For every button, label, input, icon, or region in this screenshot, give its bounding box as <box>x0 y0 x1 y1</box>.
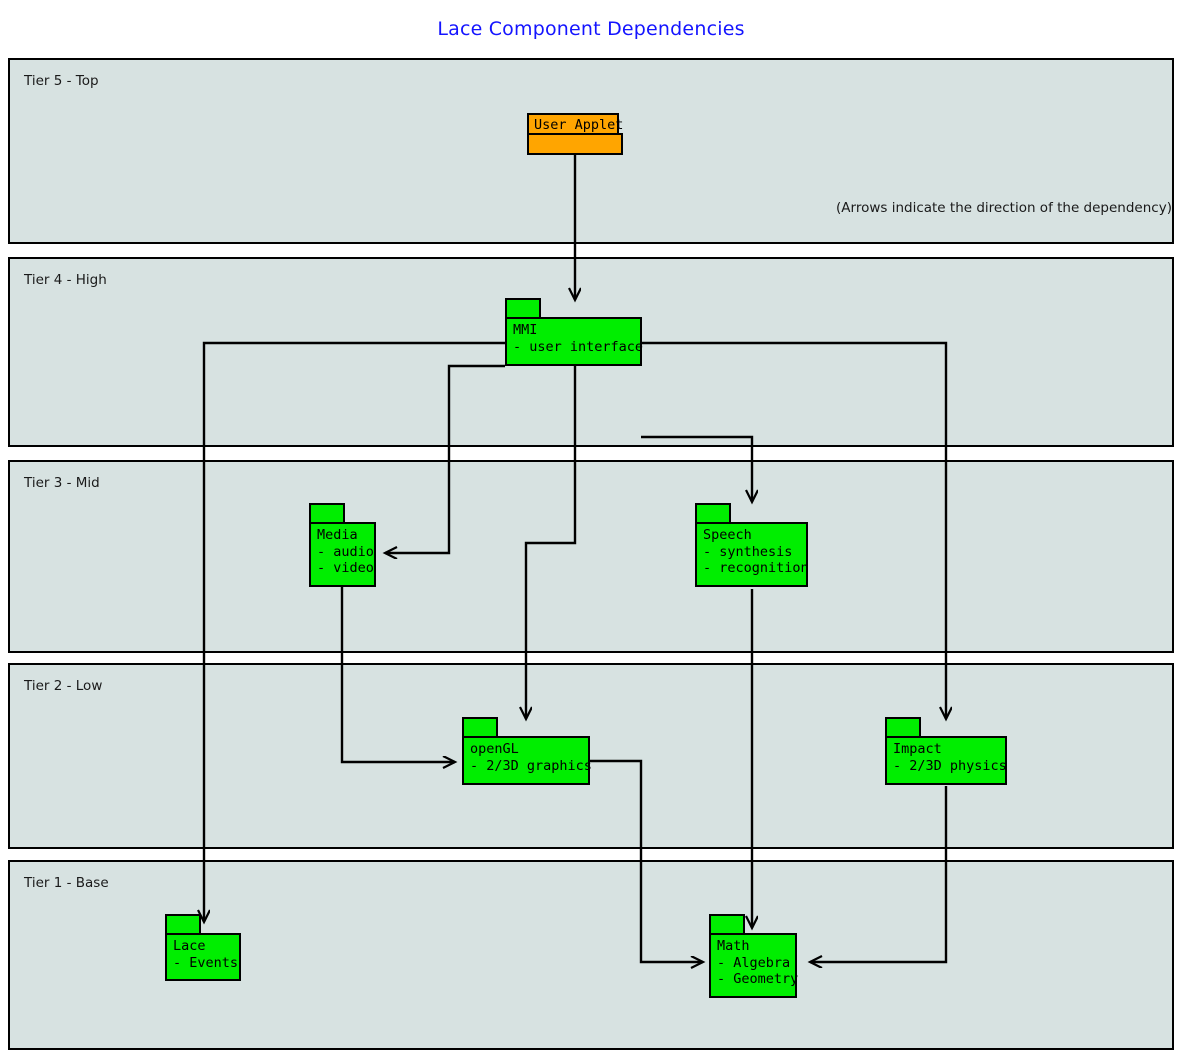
package-mmi[interactable]: MMI - user interface <box>505 298 643 366</box>
package-opengl-tab <box>462 717 498 738</box>
package-lace-tab <box>165 914 201 935</box>
package-impact-body: Impact - 2/3D physics <box>885 736 1007 785</box>
package-lace-body: Lace - Events <box>165 933 241 981</box>
arrow-direction-note: (Arrows indicate the direction of the de… <box>836 200 1172 216</box>
package-mmi-tab <box>505 298 541 319</box>
tier-5-label: Tier 5 - Top <box>24 73 99 89</box>
package-user-applet-body <box>527 133 623 155</box>
package-mmi-body: MMI - user interface <box>505 317 643 366</box>
package-impact-tab <box>885 717 921 738</box>
page-title: Lace Component Dependencies <box>437 18 745 40</box>
package-user-applet-tab: User Applet <box>527 113 623 135</box>
package-math-body: Math - Algebra - Geometry <box>709 933 798 998</box>
tier-1-label: Tier 1 - Base <box>24 875 109 891</box>
package-speech[interactable]: Speech - synthesis - recognition <box>695 503 809 587</box>
package-math-tab <box>709 914 745 935</box>
package-speech-body: Speech - synthesis - recognition <box>695 522 809 587</box>
package-media-tab <box>309 503 345 524</box>
tier-3-mid: Tier 3 - Mid <box>8 460 1174 653</box>
tier-4-label: Tier 4 - High <box>24 272 107 288</box>
tier-3-label: Tier 3 - Mid <box>24 475 100 491</box>
package-speech-tab <box>695 503 731 524</box>
package-opengl[interactable]: openGL - 2/3D graphics <box>462 717 592 785</box>
tier-2-label: Tier 2 - Low <box>24 678 103 694</box>
package-media-body: Media - audio - video <box>309 522 376 587</box>
package-opengl-body: openGL - 2/3D graphics <box>462 736 592 785</box>
package-math[interactable]: Math - Algebra - Geometry <box>709 914 798 998</box>
package-media[interactable]: Media - audio - video <box>309 503 376 587</box>
package-impact[interactable]: Impact - 2/3D physics <box>885 717 1007 785</box>
package-user-applet[interactable]: User Applet <box>527 113 623 155</box>
tier-4-high: Tier 4 - High <box>8 257 1174 447</box>
package-lace[interactable]: Lace - Events <box>165 914 241 981</box>
